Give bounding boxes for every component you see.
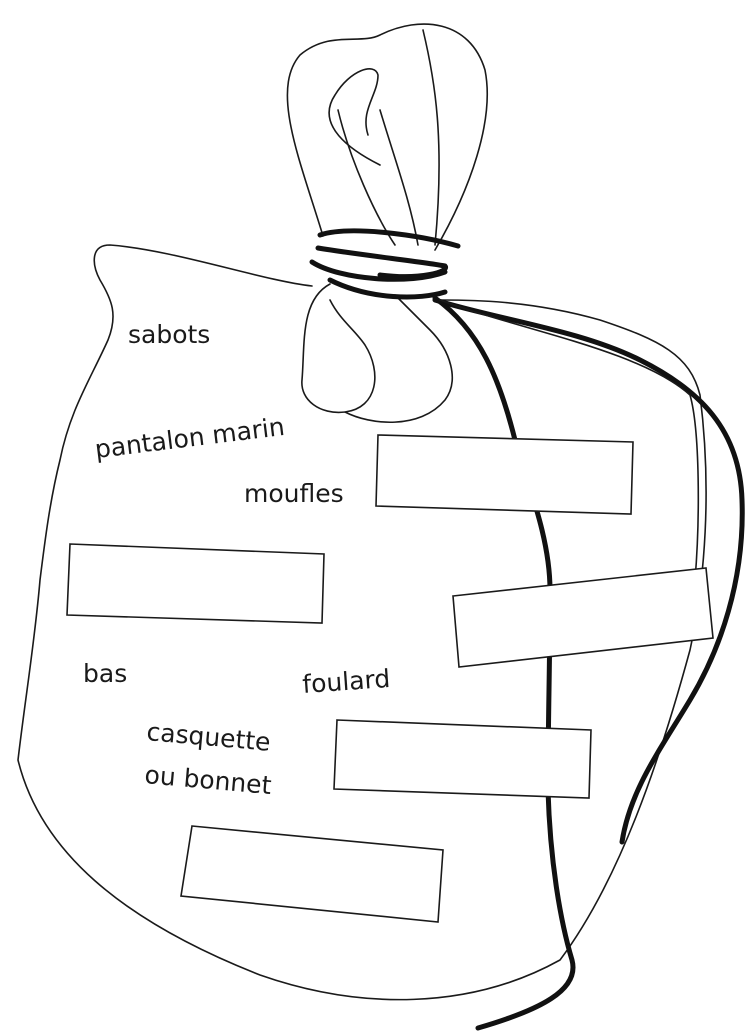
label-sabots: sabots bbox=[128, 320, 210, 349]
label-bas: bas bbox=[83, 659, 127, 688]
knot-top-fold-2 bbox=[423, 30, 439, 245]
knot-top-outline bbox=[287, 24, 487, 250]
knot-top-fold-3 bbox=[380, 110, 418, 245]
answer-box-3[interactable] bbox=[453, 568, 713, 667]
answer-box-4[interactable] bbox=[334, 720, 591, 798]
answer-box-5[interactable] bbox=[181, 826, 443, 922]
label-pantalon-marin: pantalon marin bbox=[93, 412, 286, 464]
answer-box-1[interactable] bbox=[376, 435, 633, 514]
answer-box-2[interactable] bbox=[67, 544, 324, 623]
knot-top-fold-1 bbox=[329, 69, 380, 165]
knot-bottom-outline bbox=[302, 284, 452, 422]
label-ou-bonnet: ou bonnet bbox=[143, 760, 272, 800]
label-foulard: foulard bbox=[301, 664, 391, 699]
tie-wrap-4 bbox=[330, 280, 445, 297]
tie-wrap-1 bbox=[320, 231, 458, 246]
label-casquette: casquette bbox=[145, 717, 271, 757]
label-moufles: moufles bbox=[244, 479, 344, 508]
hanging-string-long bbox=[435, 298, 573, 1028]
